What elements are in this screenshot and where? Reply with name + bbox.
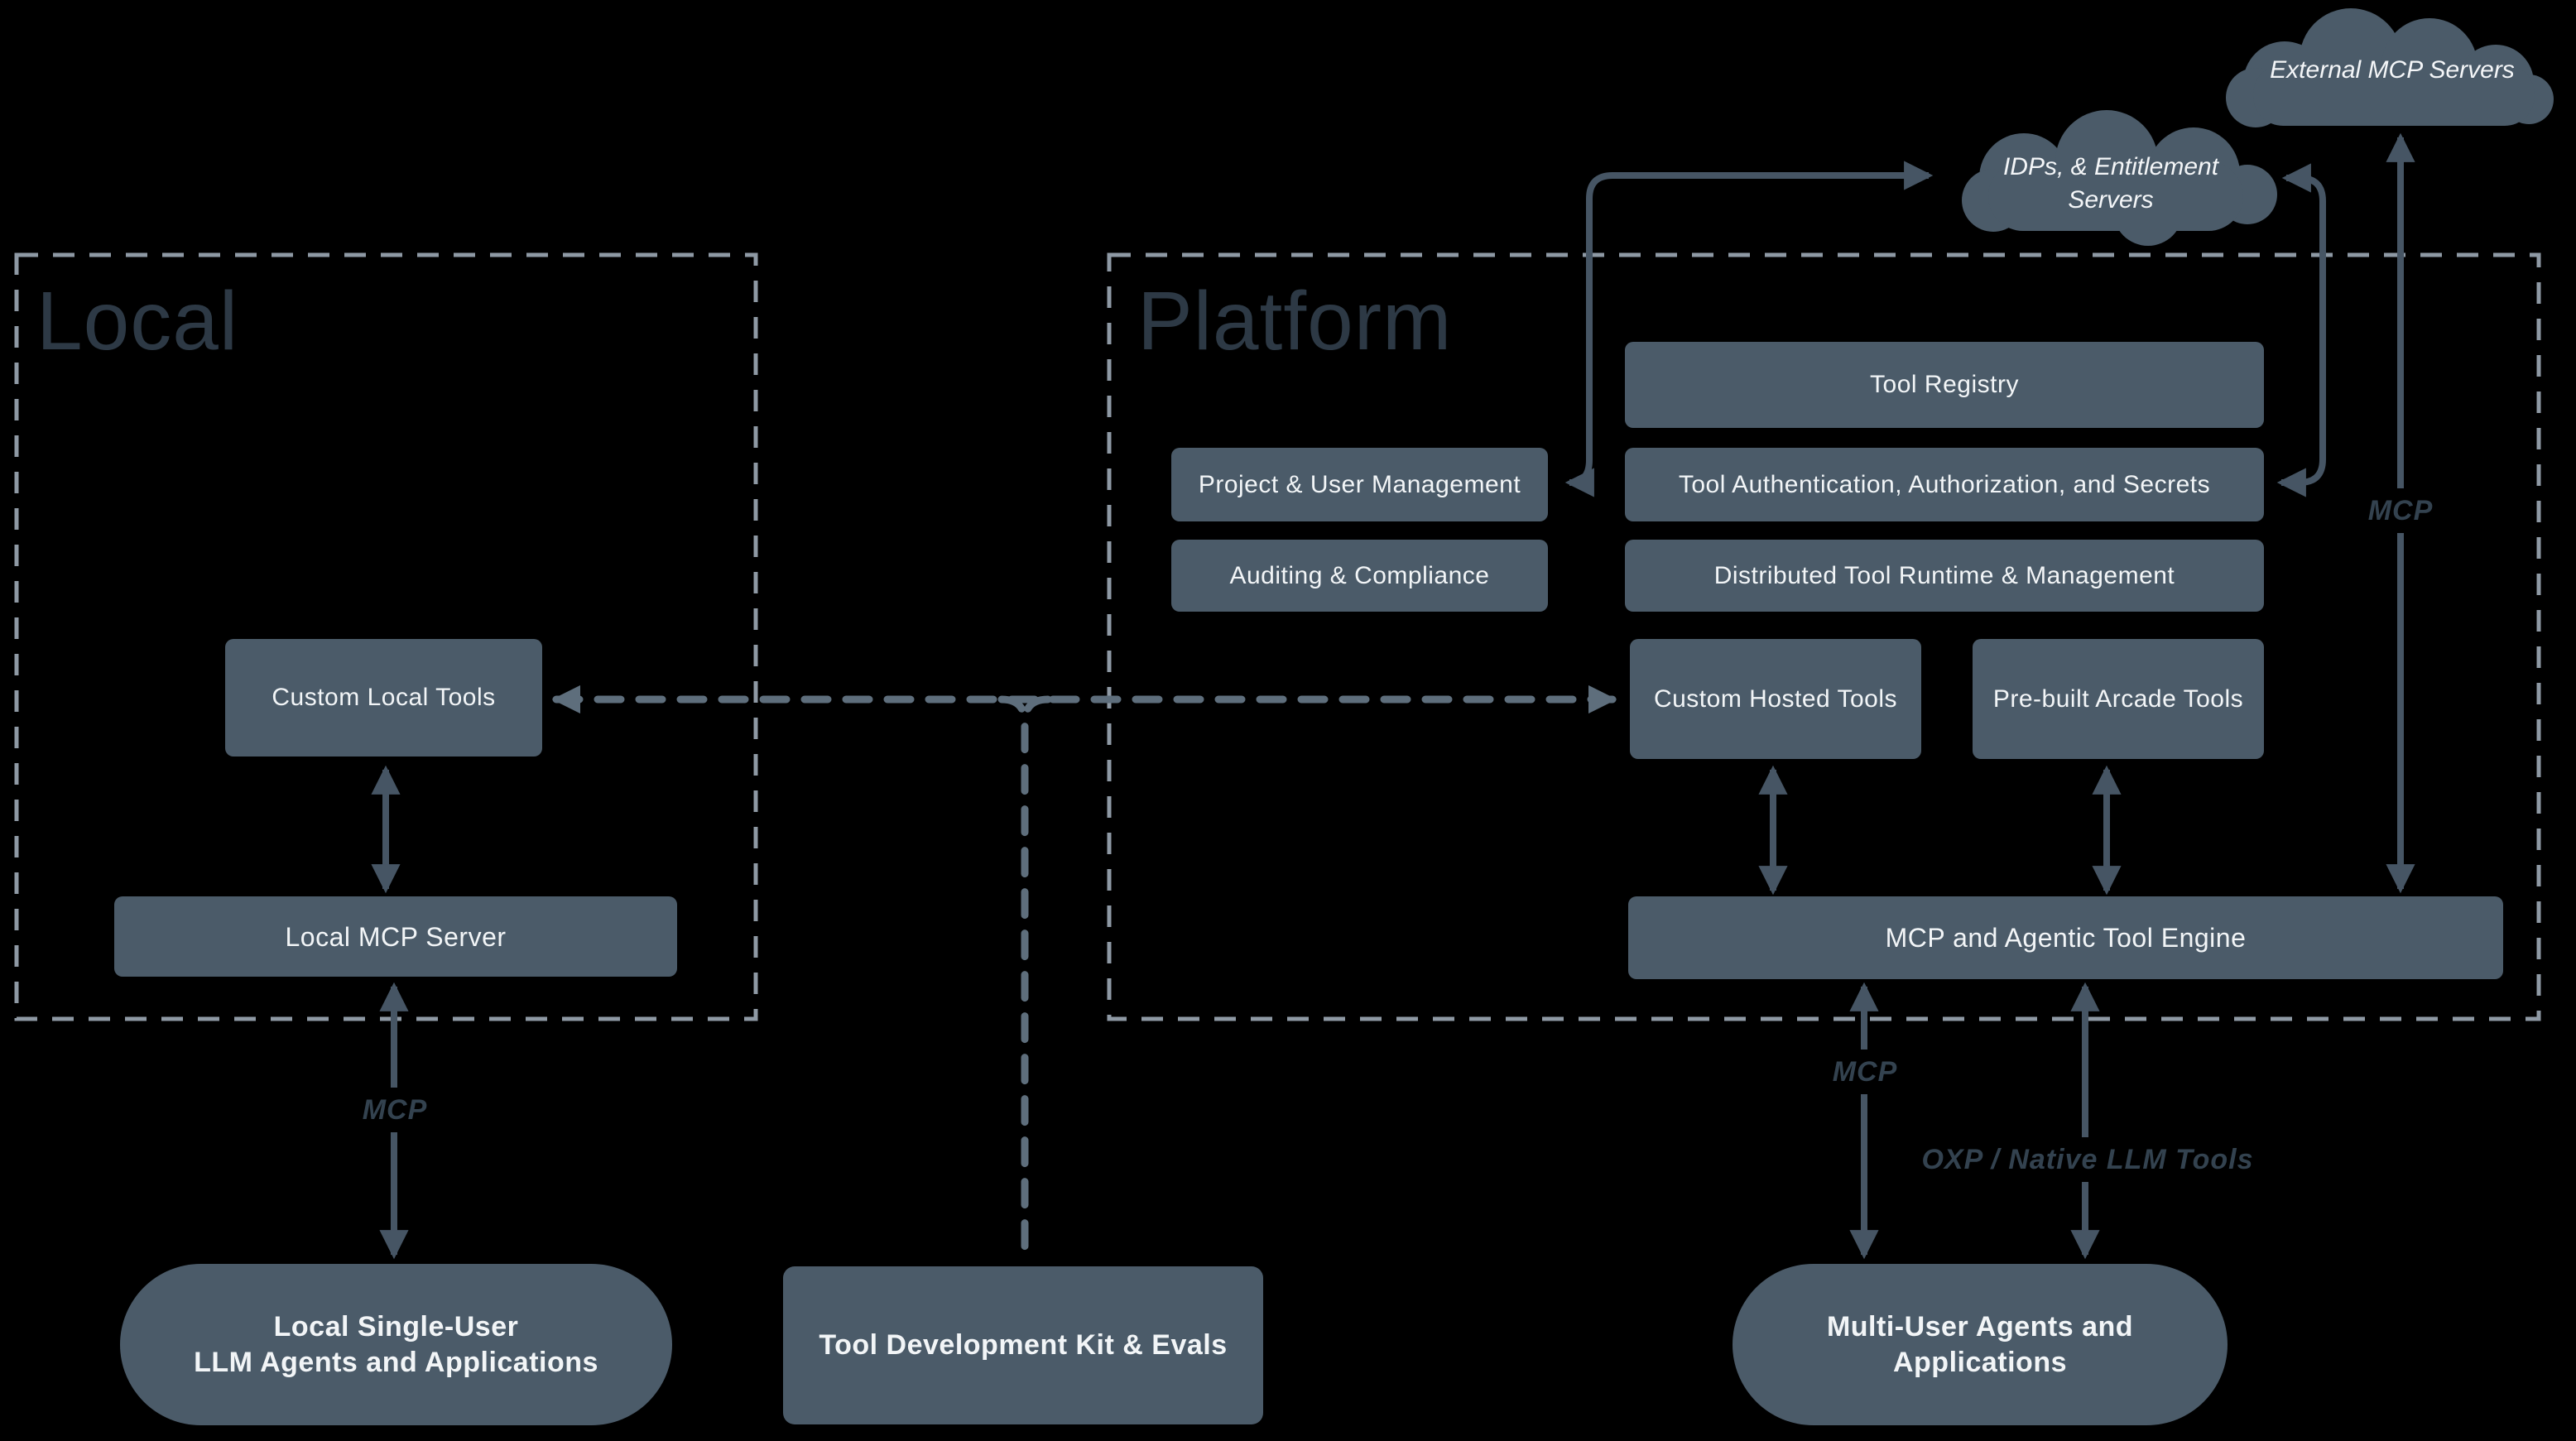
node-prebuilt-arcade-tools: Pre-built Arcade Tools — [1973, 639, 2264, 759]
node-tool-registry: Tool Registry — [1625, 342, 2264, 428]
node-custom-hosted-tools: Custom Hosted Tools — [1630, 639, 1921, 759]
multi-user-line1: Multi-User Agents and — [1826, 1311, 2134, 1343]
node-custom-local-tools: Custom Local Tools — [225, 639, 542, 757]
idps-cloud-label: IDPs, & Entitlement Servers — [1978, 142, 2243, 225]
arrow-label-mcp-local: MCP — [361, 1088, 429, 1132]
arrow-label-oxp: OXP / Native LLM Tools — [1921, 1137, 2253, 1182]
node-mcp-agentic-engine: MCP and Agentic Tool Engine — [1628, 896, 2503, 979]
dashed-connectors — [551, 684, 1617, 1259]
idps-cloud-label-line2: Servers — [2068, 186, 2154, 214]
local-agents-line2: LLM Agents and Applications — [194, 1346, 598, 1378]
node-distributed-runtime: Distributed Tool Runtime & Management — [1625, 540, 2264, 612]
node-tool-development-kit: Tool Development Kit & Evals — [783, 1266, 1263, 1424]
arrow-idps-toolauth — [2276, 163, 2326, 497]
external-mcp-cloud-label: External MCP Servers — [2270, 55, 2515, 84]
arrow-projectmgmt-idps — [1564, 161, 1934, 497]
idps-cloud-shape — [1962, 110, 2277, 246]
multi-user-line2: Applications — [1892, 1346, 2068, 1378]
local-agents-line1: Local Single-User — [273, 1311, 519, 1343]
local-section-title: Local — [36, 275, 239, 367]
node-tool-authentication: Tool Authentication, Authorization, and … — [1625, 448, 2264, 521]
external-mcp-cloud-shape — [2226, 8, 2554, 127]
node-local-single-user-agents: Local Single-User LLM Agents and Applica… — [120, 1264, 672, 1425]
node-project-user-management: Project & User Management — [1171, 448, 1548, 521]
node-auditing-compliance: Auditing & Compliance — [1171, 540, 1548, 612]
node-multi-user-agents: Multi-User Agents and Applications — [1733, 1264, 2228, 1425]
dashed-branch-curve — [1021, 695, 1052, 727]
arrow-label-mcp-external: MCP — [2366, 488, 2435, 533]
platform-section-title: Platform — [1137, 275, 1453, 367]
idps-cloud-label-line1: IDPs, & Entitlement — [2002, 152, 2219, 180]
node-local-mcp-server: Local MCP Server — [114, 896, 677, 977]
dashed-branch-tdk — [997, 695, 1029, 1259]
arrow-label-mcp-platform: MCP — [1831, 1050, 1899, 1094]
